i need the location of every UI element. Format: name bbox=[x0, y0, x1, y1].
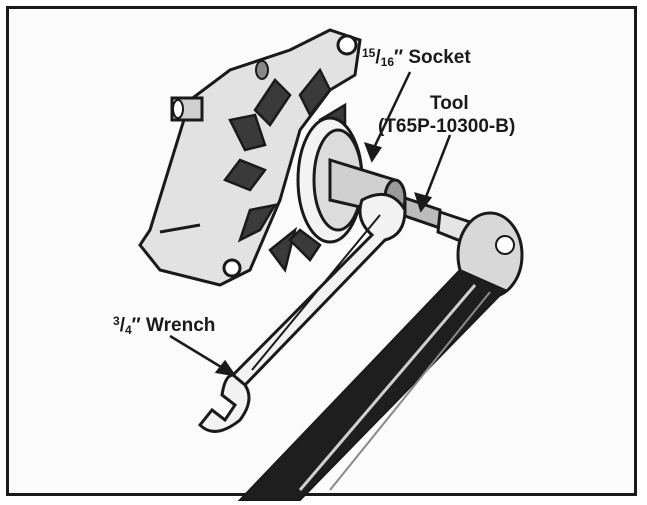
tool-part-number: (T65P-10300-B) bbox=[378, 116, 516, 137]
rear-shaft-stub bbox=[170, 96, 204, 122]
label-pointers bbox=[169, 71, 452, 377]
tool-label: Tool bbox=[430, 93, 469, 114]
ratchet-handle bbox=[237, 211, 524, 501]
wrench-label: 3/4″ Wrench bbox=[113, 314, 216, 337]
cooling-fan bbox=[223, 67, 347, 273]
socket-label: 15/16″ Socket bbox=[362, 46, 471, 69]
wrench-3-4 bbox=[197, 192, 407, 433]
